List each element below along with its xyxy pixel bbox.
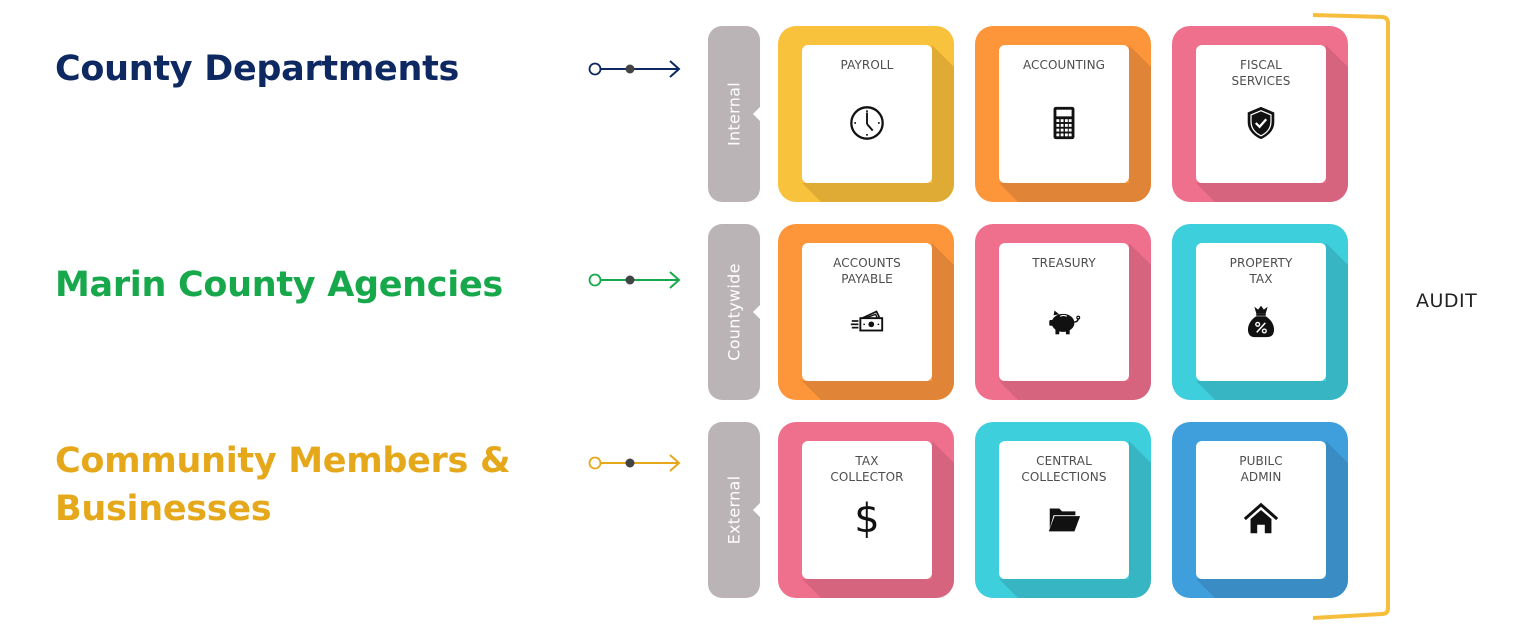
home-icon	[1242, 500, 1280, 538]
tile-central-collections: CENTRAL COLLECTIONS	[975, 422, 1151, 598]
tile-card: TAX COLLECTOR $	[802, 441, 932, 579]
tile-card: PUBILC ADMIN	[1196, 441, 1326, 579]
tile-tax-collector: TAX COLLECTOR $	[778, 422, 954, 598]
shield-check-icon	[1242, 104, 1280, 142]
tab-label: Internal	[724, 81, 744, 147]
tile-label: TAX COLLECTOR	[830, 454, 904, 484]
tile-treasury: TREASURY	[975, 224, 1151, 400]
audit-bracket-icon	[1312, 13, 1390, 620]
tile-fiscal-services: FISCAL SERVICES	[1172, 26, 1348, 202]
money-bag-percent-icon	[1242, 302, 1280, 340]
clock-icon	[848, 104, 886, 142]
tile-label: ACCOUNTING	[1022, 58, 1106, 72]
tile-label: TREASURY	[1032, 256, 1096, 270]
tile-label: CENTRAL COLLECTIONS	[1021, 454, 1107, 484]
tile-payroll: PAYROLL	[778, 26, 954, 202]
folder-open-icon	[1045, 500, 1083, 538]
tile-card: TREASURY	[999, 243, 1129, 381]
tile-label: PROPERTY TAX	[1229, 256, 1293, 286]
tab-external: External	[708, 422, 761, 598]
tile-card: PAYROLL	[802, 45, 932, 183]
tile-accounts-payable: ACCOUNTS PAYABLE	[778, 224, 954, 400]
tab-notch	[753, 106, 761, 122]
tab-label: External	[724, 475, 744, 545]
tab-countywide: Countywide	[708, 224, 761, 400]
tile-label: FISCAL SERVICES	[1231, 58, 1291, 88]
audit-label: AUDIT	[1416, 290, 1478, 312]
group-label-community-members: Community Members & Businesses	[55, 441, 511, 529]
tile-card: CENTRAL COLLECTIONS	[999, 441, 1129, 579]
group-label-county-departments: County Departments	[55, 49, 460, 89]
tile-accounting: ACCOUNTING	[975, 26, 1151, 202]
tile-card: FISCAL SERVICES	[1196, 45, 1326, 183]
calculator-icon	[1045, 104, 1083, 142]
group-label-marin-county-agencies: Marin County Agencies	[55, 265, 503, 305]
cash-icon	[848, 302, 886, 340]
connector-arrow-icon	[588, 454, 681, 472]
tab-label: Countywide	[724, 263, 744, 361]
piggy-bank-icon	[1045, 302, 1083, 340]
tile-card: PROPERTY TAX	[1196, 243, 1326, 381]
tile-label: PAYROLL	[840, 58, 894, 72]
tab-notch	[753, 502, 761, 518]
tile-public-admin: PUBILC ADMIN	[1172, 422, 1348, 598]
tile-card: ACCOUNTING	[999, 45, 1129, 183]
tile-property-tax: PROPERTY TAX	[1172, 224, 1348, 400]
dollar-icon: $	[854, 496, 880, 542]
tile-label: ACCOUNTS PAYABLE	[833, 256, 901, 286]
tile-card: ACCOUNTS PAYABLE	[802, 243, 932, 381]
connector-arrow-icon	[588, 60, 681, 78]
tab-notch	[753, 304, 761, 320]
tab-internal: Internal	[708, 26, 761, 202]
connector-arrow-icon	[588, 271, 681, 289]
tile-label: PUBILC ADMIN	[1239, 454, 1283, 484]
